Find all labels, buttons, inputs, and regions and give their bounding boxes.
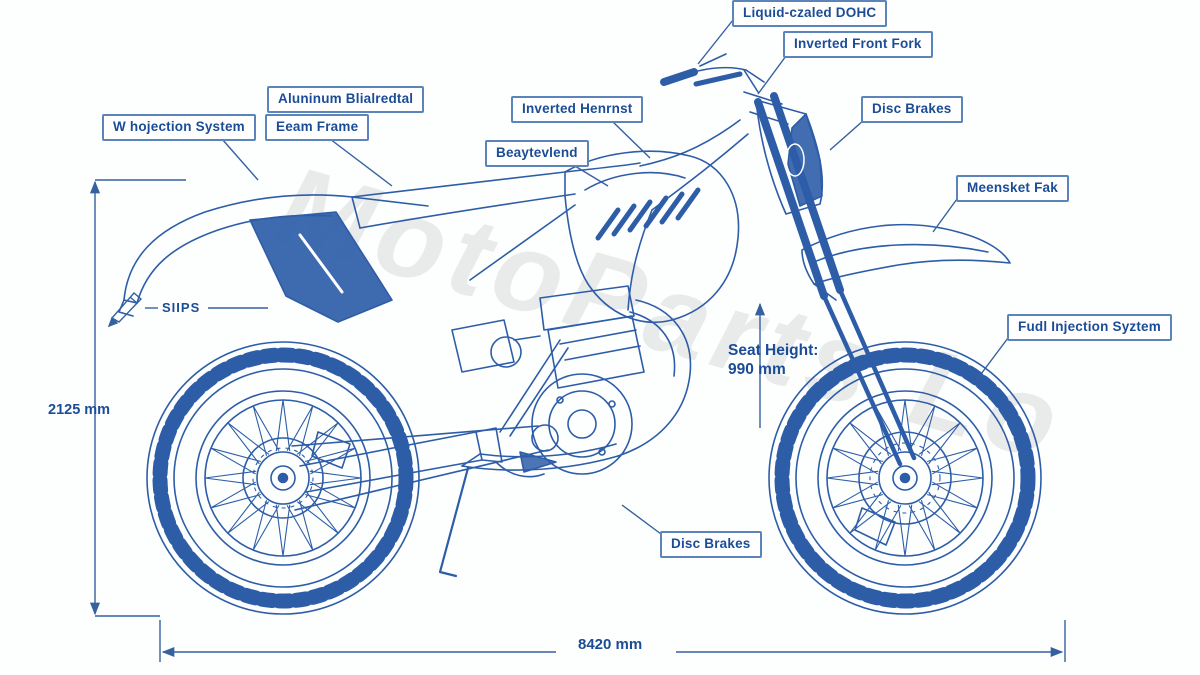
pencil-icon (107, 292, 143, 328)
exhaust (461, 299, 692, 471)
front-sprocket (531, 424, 559, 452)
seat-height-value: 990 mm (728, 361, 786, 379)
engine (451, 285, 645, 475)
frame (469, 119, 749, 311)
callout-aluminum: Aluninum Blialredtal (267, 86, 425, 113)
fuel-tank-shroud (564, 150, 740, 324)
seat (351, 162, 641, 229)
side-panel (249, 211, 393, 323)
front-wheel (768, 341, 1042, 615)
callout-meensket-fork: Meensket Fak (956, 175, 1069, 202)
callout-beaytevlend: Beaytevlend (485, 140, 589, 167)
swingarm (291, 339, 569, 578)
seat-height-label-group: Seat Height: 990 mm (728, 341, 818, 380)
handlebar (660, 53, 765, 93)
overall-height-value: 2125 mm (48, 402, 111, 418)
front-fender (801, 223, 1011, 301)
rear-brake-disc (242, 437, 324, 519)
callout-liquid-cooled-dohc: Liquid-czaled DOHC (732, 0, 888, 27)
callout-injection-left: W hojection System (102, 114, 256, 141)
rear-wheel (146, 341, 420, 615)
dimension-lines (89, 179, 1066, 662)
front-fork (743, 91, 917, 467)
overall-length-value: 8420 mm (578, 636, 643, 653)
label-slips: SIIPS (162, 300, 201, 315)
seat-height-label: Seat Height: (728, 342, 819, 359)
callout-disc-brakes-rear: Disc Brakes (660, 531, 762, 558)
callout-inverted-henrnst: Inverted Henrnst (511, 96, 644, 123)
callout-inverted-front-fork: Inverted Front Fork (783, 31, 933, 58)
callout-beam-frame: Eeam Frame (265, 114, 370, 141)
headlight-mask (755, 99, 824, 215)
leader-lines (221, 19, 1009, 535)
callout-disc-brakes-front: Disc Brakes (861, 96, 963, 123)
callout-fuel-injection: Fudl Injection Syztem (1007, 314, 1172, 341)
